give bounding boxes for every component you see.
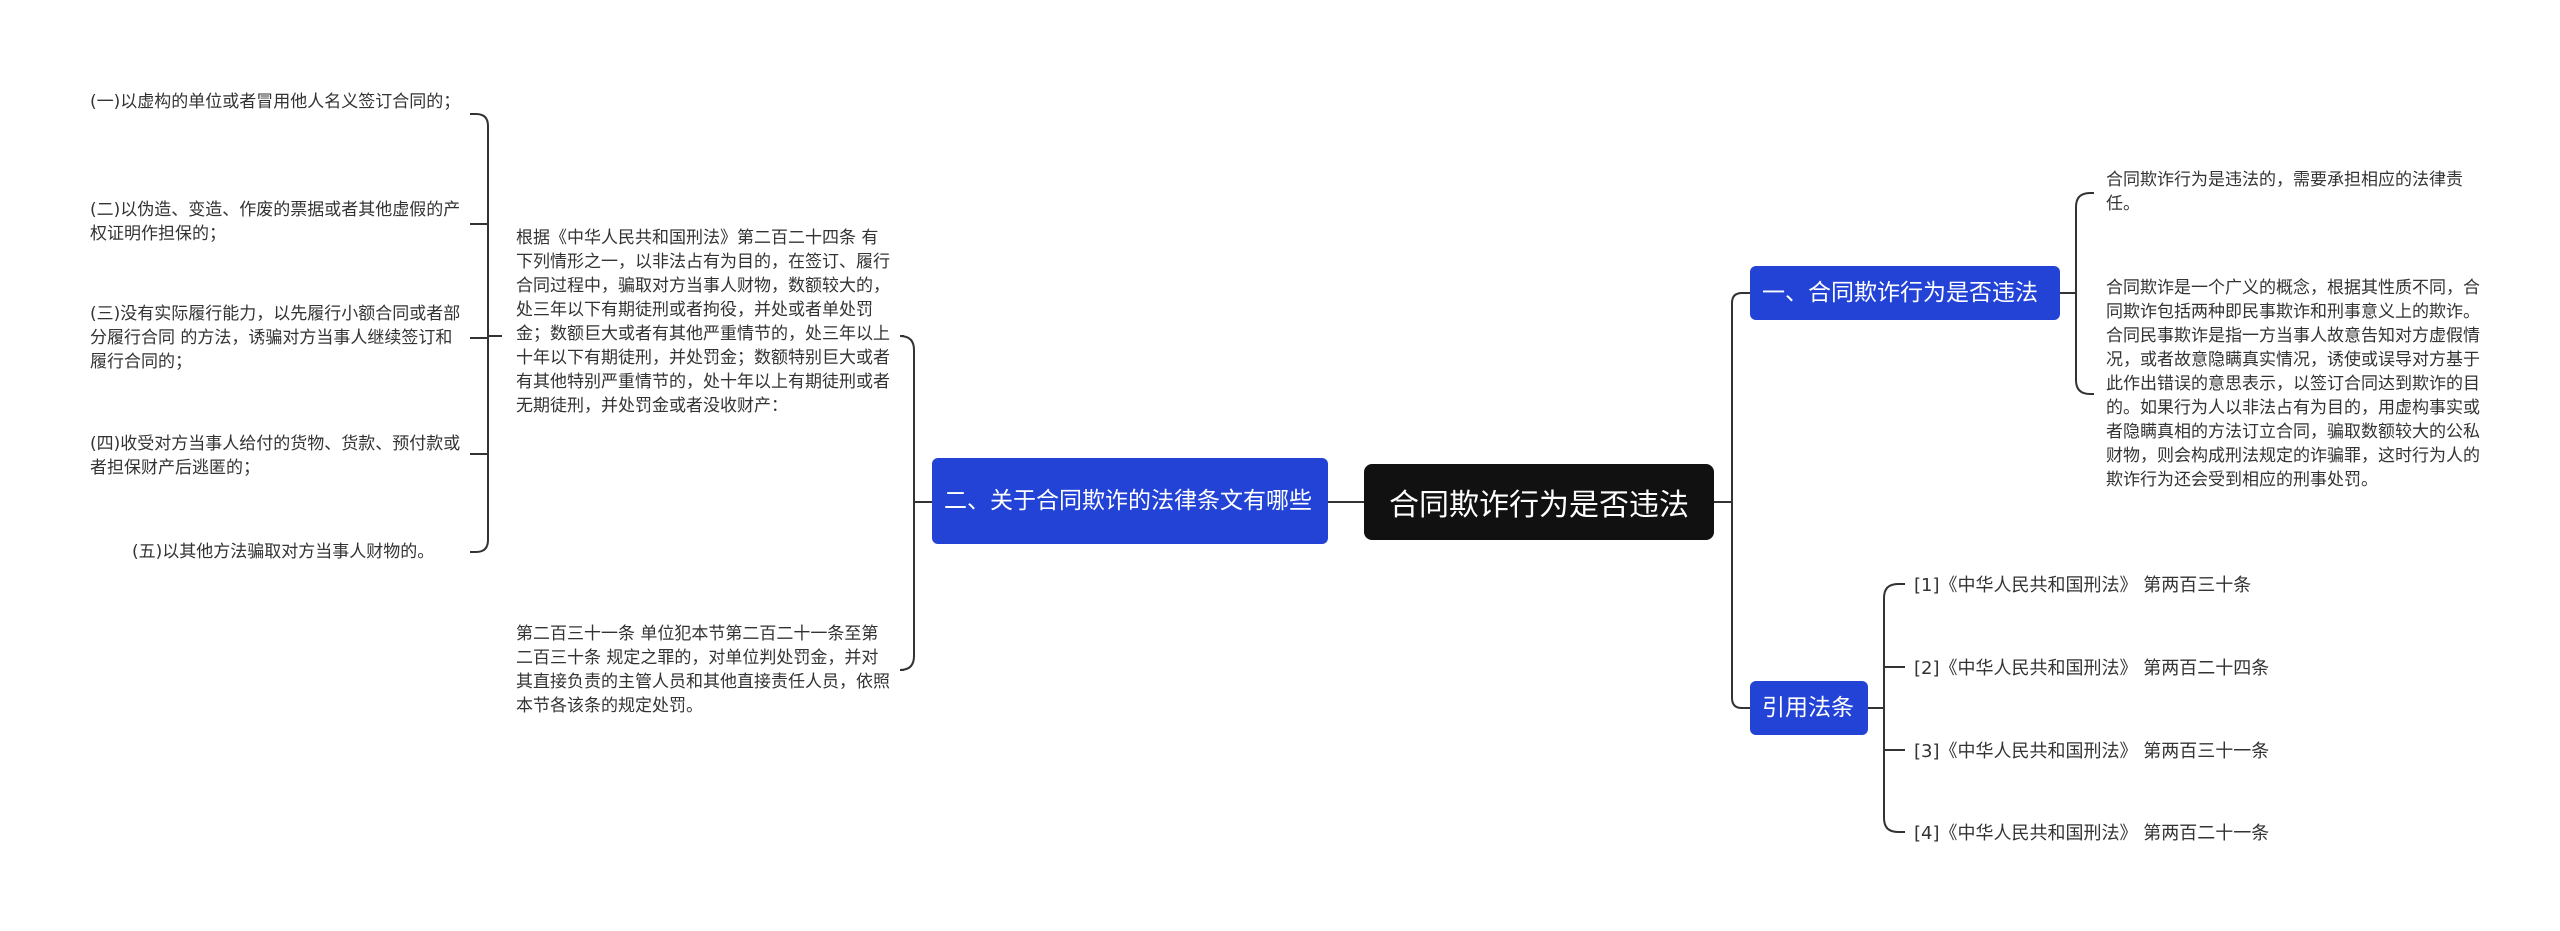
link-b3-bracket bbox=[1883, 583, 1905, 833]
branch-contract-fraud-illegal[interactable]: 一、合同欺诈行为是否违法 bbox=[1750, 266, 2060, 320]
leaf-article-224: 根据《中华人民共和国刑法》第二百二十四条 有下列情形之一，以非法占有为目的，在签… bbox=[516, 228, 890, 416]
leaf-fraud-explanation: 合同欺诈是一个广义的概念，根据其性质不同，合同欺诈包括两种即民事欺诈和刑事意义上… bbox=[2106, 278, 2480, 490]
link-b2-bracket bbox=[899, 335, 915, 671]
leaf-item-4: (四)收受对方当事人给付的货物、货款、预付款或者担保财产后逃匿的； bbox=[90, 434, 461, 478]
leaf-illegal-summary: 合同欺诈行为是违法的，需要承担相应的法律责任。 bbox=[2106, 170, 2463, 214]
leaf-article-231: 第二百三十一条 单位犯本节第二百二十一条至第二百三十条 规定之罪的，对单位判处罚… bbox=[516, 624, 890, 716]
leaf-citation-3: [3]《中华人民共和国刑法》 第两百三十一条 bbox=[1914, 741, 2270, 762]
leaf-citation-2: [2]《中华人民共和国刑法》 第两百二十四条 bbox=[1914, 658, 2270, 679]
leaf-citation-1: [1]《中华人民共和国刑法》 第两百三十条 bbox=[1914, 575, 2252, 596]
link-sub-bracket bbox=[470, 113, 489, 553]
leaf-citation-4: [4]《中华人民共和国刑法》 第两百二十一条 bbox=[1914, 823, 2270, 844]
leaf-item-2: (二)以伪造、变造、作废的票据或者其他虚假的产权证明作担保的； bbox=[90, 200, 461, 244]
leaf-item-1: (一)以虚构的单位或者冒用他人名义签订合同的； bbox=[90, 92, 461, 112]
branch-legal-provisions[interactable]: 二、关于合同欺诈的法律条文有哪些 bbox=[932, 458, 1328, 544]
leaf-item-3: (三)没有实际履行能力，以先履行小额合同或者部分履行合同 的方法，诱骗对方当事人… bbox=[90, 304, 461, 372]
link-b1-bracket bbox=[2075, 192, 2094, 395]
link-right-bracket bbox=[1731, 292, 1750, 709]
root-topic[interactable]: 合同欺诈行为是否违法 bbox=[1364, 464, 1714, 540]
leaf-item-5: (五)以其他方法骗取对方当事人财物的。 bbox=[132, 542, 435, 562]
branch-cited-laws[interactable]: 引用法条 bbox=[1750, 681, 1868, 735]
